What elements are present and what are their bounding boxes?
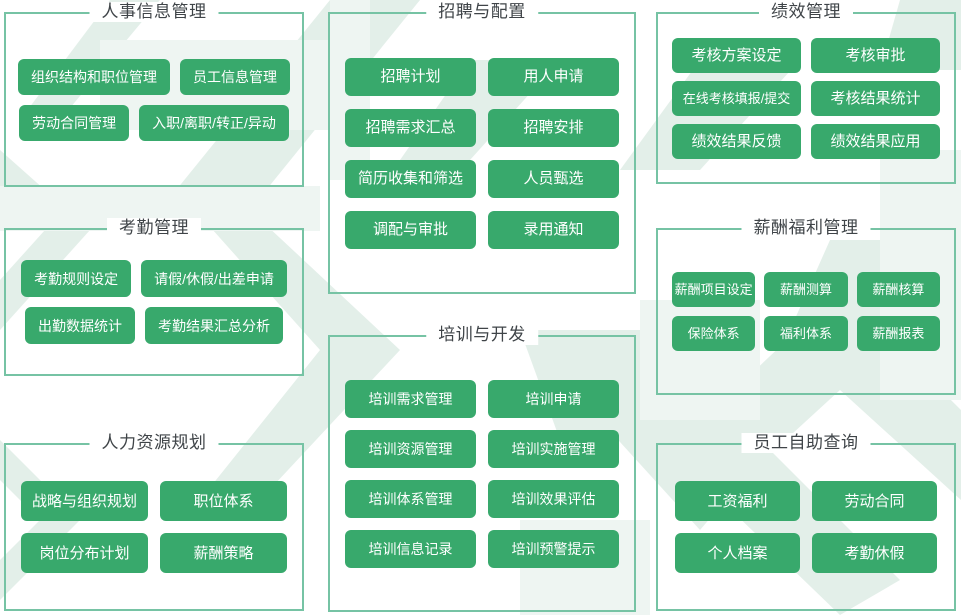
tile-row: 考核方案设定 考核审批 (672, 37, 940, 73)
tile-candidate-selection[interactable]: 人员甄选 (488, 159, 619, 198)
tile-training-info-record[interactable]: 培训信息记录 (345, 529, 476, 568)
tile-labor-contract-query[interactable]: 劳动合同 (812, 481, 937, 521)
tile-row: 个人档案 考勤休假 (672, 533, 940, 573)
tile-row: 招聘需求汇总 招聘安排 (344, 108, 620, 147)
panel-recruitment: 招聘与配置 招聘计划 用人申请 招聘需求汇总 招聘安排 简历收集和筛选 人员甄选… (328, 2, 636, 294)
tile-resume-collection-screening[interactable]: 简历收集和筛选 (345, 159, 476, 198)
tile-row: 劳动合同管理 入职/离职/转正/异动 (19, 104, 289, 141)
tile-position-distribution-plan[interactable]: 岗位分布计划 (21, 533, 148, 573)
panel-body-recruitment: 招聘计划 用人申请 招聘需求汇总 招聘安排 简历收集和筛选 人员甄选 调配与审批… (330, 14, 634, 292)
tile-personal-file-query[interactable]: 个人档案 (675, 533, 800, 573)
tile-row: 在线考核填报/提交 考核结果统计 (672, 80, 940, 116)
tile-online-appraisal-submit[interactable]: 在线考核填报/提交 (672, 80, 801, 116)
panel-body-attendance: 考勤规则设定 请假/休假/出差申请 出勤数据统计 考勤结果汇总分析 (6, 230, 302, 374)
tile-recruitment-schedule[interactable]: 招聘安排 (488, 108, 619, 147)
tile-training-system-mgmt[interactable]: 培训体系管理 (345, 479, 476, 518)
tile-row: 组织结构和职位管理 员工信息管理 (18, 58, 290, 95)
tile-training-demand-mgmt[interactable]: 培训需求管理 (345, 379, 476, 418)
tile-row: 培训需求管理 培训申请 (344, 379, 620, 418)
tile-attendance-data-stats[interactable]: 出勤数据统计 (25, 307, 135, 344)
tile-employee-info[interactable]: 员工信息管理 (180, 58, 290, 95)
tile-org-structure-position[interactable]: 组织结构和职位管理 (18, 58, 170, 95)
tile-attendance-result-analysis[interactable]: 考勤结果汇总分析 (145, 307, 283, 344)
panel-performance: 绩效管理 考核方案设定 考核审批 在线考核填报/提交 考核结果统计 绩效结果反馈… (656, 2, 956, 184)
panel-training-development: 培训与开发 培训需求管理 培训申请 培训资源管理 培训实施管理 培训体系管理 培… (328, 325, 636, 612)
panel-title-recruitment: 招聘与配置 (426, 2, 538, 22)
panel-body-hr-info: 组织结构和职位管理 员工信息管理 劳动合同管理 入职/离职/转正/异动 (6, 14, 302, 185)
panel-title-performance: 绩效管理 (759, 2, 853, 22)
tile-performance-feedback[interactable]: 绩效结果反馈 (672, 123, 801, 159)
tile-insurance-system[interactable]: 保险体系 (672, 316, 756, 351)
tile-allocation-approval[interactable]: 调配与审批 (345, 210, 476, 249)
tile-benefits-system[interactable]: 福利体系 (764, 316, 848, 351)
panel-body-hr-planning: 战略与组织规划 职位体系 岗位分布计划 薪酬策略 (6, 445, 302, 609)
panel-title-training-development: 培训与开发 (426, 325, 538, 345)
tile-salary-report[interactable]: 薪酬报表 (856, 316, 940, 351)
tile-row: 绩效结果反馈 绩效结果应用 (672, 123, 940, 159)
tile-salary-item-setup[interactable]: 薪酬项目设定 (672, 272, 756, 307)
tile-onboard-offboard-transfer[interactable]: 入职/离职/转正/异动 (139, 104, 289, 141)
tile-training-request[interactable]: 培训申请 (488, 379, 619, 418)
tile-training-alert-reminder[interactable]: 培训预警提示 (488, 529, 619, 568)
tile-row: 保险体系 福利体系 薪酬报表 (672, 316, 940, 351)
panel-body-training-development: 培训需求管理 培训申请 培训资源管理 培训实施管理 培训体系管理 培训效果评估 … (330, 337, 634, 610)
panel-attendance: 考勤管理 考勤规则设定 请假/休假/出差申请 出勤数据统计 考勤结果汇总分析 (4, 218, 304, 376)
tile-leave-vacation-travel-request[interactable]: 请假/休假/出差申请 (141, 260, 287, 297)
tile-appraisal-plan-setup[interactable]: 考核方案设定 (672, 37, 801, 73)
tile-strategy-org-planning[interactable]: 战略与组织规划 (21, 481, 148, 521)
panel-title-compensation-benefits: 薪酬福利管理 (741, 218, 871, 238)
panel-compensation-benefits: 薪酬福利管理 薪酬项目设定 薪酬测算 薪酬核算 保险体系 福利体系 薪酬报表 (656, 218, 956, 395)
tile-salary-accounting[interactable]: 薪酬核算 (856, 272, 940, 307)
tile-recruitment-demand-summary[interactable]: 招聘需求汇总 (345, 108, 476, 147)
panel-hr-info: 人事信息管理 组织结构和职位管理 员工信息管理 劳动合同管理 入职/离职/转正/… (4, 2, 304, 187)
tile-salary-estimation[interactable]: 薪酬测算 (764, 272, 848, 307)
tile-row: 出勤数据统计 考勤结果汇总分析 (20, 307, 288, 344)
panel-hr-planning: 人力资源规划 战略与组织规划 职位体系 岗位分布计划 薪酬策略 (4, 433, 304, 611)
tile-row: 岗位分布计划 薪酬策略 (20, 533, 288, 573)
tile-row: 薪酬项目设定 薪酬测算 薪酬核算 (672, 272, 940, 307)
tile-training-implementation-mgmt[interactable]: 培训实施管理 (488, 429, 619, 468)
tile-row: 考勤规则设定 请假/休假/出差申请 (20, 260, 288, 297)
tile-attendance-rule-setup[interactable]: 考勤规则设定 (21, 260, 132, 297)
tile-hiring-request[interactable]: 用人申请 (488, 57, 619, 96)
tile-compensation-strategy[interactable]: 薪酬策略 (160, 533, 287, 573)
panel-body-employee-self-service: 工资福利 劳动合同 个人档案 考勤休假 (658, 445, 954, 609)
tile-row: 招聘计划 用人申请 (344, 57, 620, 96)
panel-title-hr-planning: 人力资源规划 (89, 433, 219, 453)
panel-body-compensation-benefits: 薪酬项目设定 薪酬测算 薪酬核算 保险体系 福利体系 薪酬报表 (658, 230, 954, 393)
tile-training-resource-mgmt[interactable]: 培训资源管理 (345, 429, 476, 468)
tile-recruitment-plan[interactable]: 招聘计划 (345, 57, 476, 96)
tile-row: 培训体系管理 培训效果评估 (344, 479, 620, 518)
tile-row: 调配与审批 录用通知 (344, 210, 620, 249)
panel-body-performance: 考核方案设定 考核审批 在线考核填报/提交 考核结果统计 绩效结果反馈 绩效结果… (658, 14, 954, 182)
tile-row: 工资福利 劳动合同 (672, 481, 940, 521)
tile-training-effect-evaluation[interactable]: 培训效果评估 (488, 479, 619, 518)
tile-salary-benefits-query[interactable]: 工资福利 (675, 481, 800, 521)
tile-row: 战略与组织规划 职位体系 (20, 481, 288, 521)
tile-performance-application[interactable]: 绩效结果应用 (811, 123, 940, 159)
tile-row: 简历收集和筛选 人员甄选 (344, 159, 620, 198)
tile-position-system[interactable]: 职位体系 (160, 481, 287, 521)
tile-offer-notice[interactable]: 录用通知 (488, 210, 619, 249)
panel-employee-self-service: 员工自助查询 工资福利 劳动合同 个人档案 考勤休假 (656, 433, 956, 611)
tile-appraisal-approval[interactable]: 考核审批 (811, 37, 940, 73)
tile-attendance-leave-query[interactable]: 考勤休假 (812, 533, 937, 573)
tile-row: 培训信息记录 培训预警提示 (344, 529, 620, 568)
tile-labor-contract[interactable]: 劳动合同管理 (19, 104, 130, 141)
tile-appraisal-result-stats[interactable]: 考核结果统计 (811, 80, 940, 116)
tile-row: 培训资源管理 培训实施管理 (344, 429, 620, 468)
